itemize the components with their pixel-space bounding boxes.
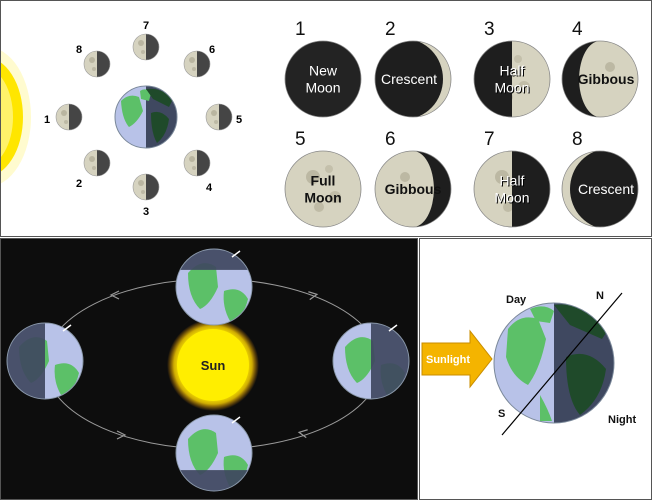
moon-phases-svg: 7 8 6 1 5 2 4 3 1NewMoon2Crescent3HalfHa…	[1, 19, 639, 228]
earth-left	[6, 322, 84, 400]
phase-label-4-line1: Gibbous	[578, 71, 635, 87]
phase-label-7-line1: Half	[500, 173, 525, 189]
earth-axis-panel: Sunlight Day N S Night	[419, 238, 652, 500]
phase-label-1-line1: New	[309, 63, 338, 79]
phase-number-5: 5	[295, 129, 306, 150]
sun-label: Sun	[201, 358, 226, 373]
orbit-moon-5	[205, 103, 233, 131]
earth-axis-svg: Sunlight Day N S Night	[421, 290, 636, 436]
phase-label-shadow: Moon	[495, 191, 530, 207]
phase-label-shadow: Half	[501, 64, 526, 80]
orbit-earths	[6, 248, 410, 492]
orbit-moons	[55, 33, 233, 201]
phase-label-2-line1: Crescent	[381, 71, 437, 87]
north-label: N	[596, 290, 604, 302]
orbit-label-2: 2	[76, 178, 82, 190]
phase-label-shadow: Moon	[495, 81, 530, 97]
orbit-moon-8	[83, 50, 111, 78]
day-label: Day	[506, 294, 527, 306]
earth-axis-line	[501, 292, 623, 436]
orbit-label-1: 1	[44, 114, 50, 126]
orbit-label-3: 3	[143, 206, 149, 218]
orbit-arrows	[109, 290, 319, 440]
phase-number-1: 1	[295, 19, 306, 40]
phase-number-8: 8	[572, 129, 583, 150]
phase-label-8-line1: Crescent	[578, 181, 634, 197]
south-label: S	[498, 408, 505, 420]
orbit-moon-4	[183, 149, 211, 177]
sun: Sun	[167, 319, 259, 411]
sunlight-arrow: Sunlight	[421, 329, 493, 389]
earth-right	[332, 322, 410, 400]
earth-orbit-panel: Sun	[0, 238, 418, 500]
phase-label-1-line2: Moon	[305, 80, 340, 96]
sunlight-label: Sunlight	[426, 354, 470, 366]
orbit-label-8: 8	[76, 44, 82, 56]
sun-edge	[1, 50, 31, 184]
phase-label-shadow: Half	[501, 174, 526, 190]
phase-label-5-line2: Moon	[304, 190, 341, 206]
orbit-label-4: 4	[206, 182, 213, 194]
earth-big	[493, 302, 615, 424]
phase-label-5-line1: Full	[311, 173, 336, 189]
earth-orbit-svg: Sun	[6, 248, 410, 492]
phase-label-3-line2: Moon	[494, 80, 529, 96]
earth-center	[114, 85, 178, 149]
night-label: Night	[608, 414, 636, 426]
phase-grid: 1NewMoon2Crescent3HalfHalfMoonMoon4Gibbo…	[284, 19, 639, 228]
orbit-moon-3	[132, 173, 160, 201]
orbit-moon-7	[132, 33, 160, 61]
orbit-label-6: 6	[209, 44, 215, 56]
phase-number-4: 4	[572, 19, 583, 40]
orbit-moon-6	[183, 50, 211, 78]
phase-number-2: 2	[385, 19, 396, 40]
phase-label-7-line2: Moon	[494, 190, 529, 206]
orbit-moon-2	[83, 149, 111, 177]
phase-number-7: 7	[484, 129, 495, 150]
phase-label-3-line1: Half	[500, 63, 525, 79]
phase-number-3: 3	[484, 19, 495, 40]
phase-label-6-line1: Gibbous	[385, 181, 442, 197]
orbit-label-7: 7	[143, 20, 149, 32]
orbit-labels: 7 8 6 1 5 2 4 3	[44, 20, 242, 218]
earth-bottom	[175, 414, 253, 492]
orbit-moon-1	[55, 103, 83, 131]
orbit-label-5: 5	[236, 114, 242, 126]
earth-top	[175, 248, 253, 326]
phase-number-6: 6	[385, 129, 396, 150]
